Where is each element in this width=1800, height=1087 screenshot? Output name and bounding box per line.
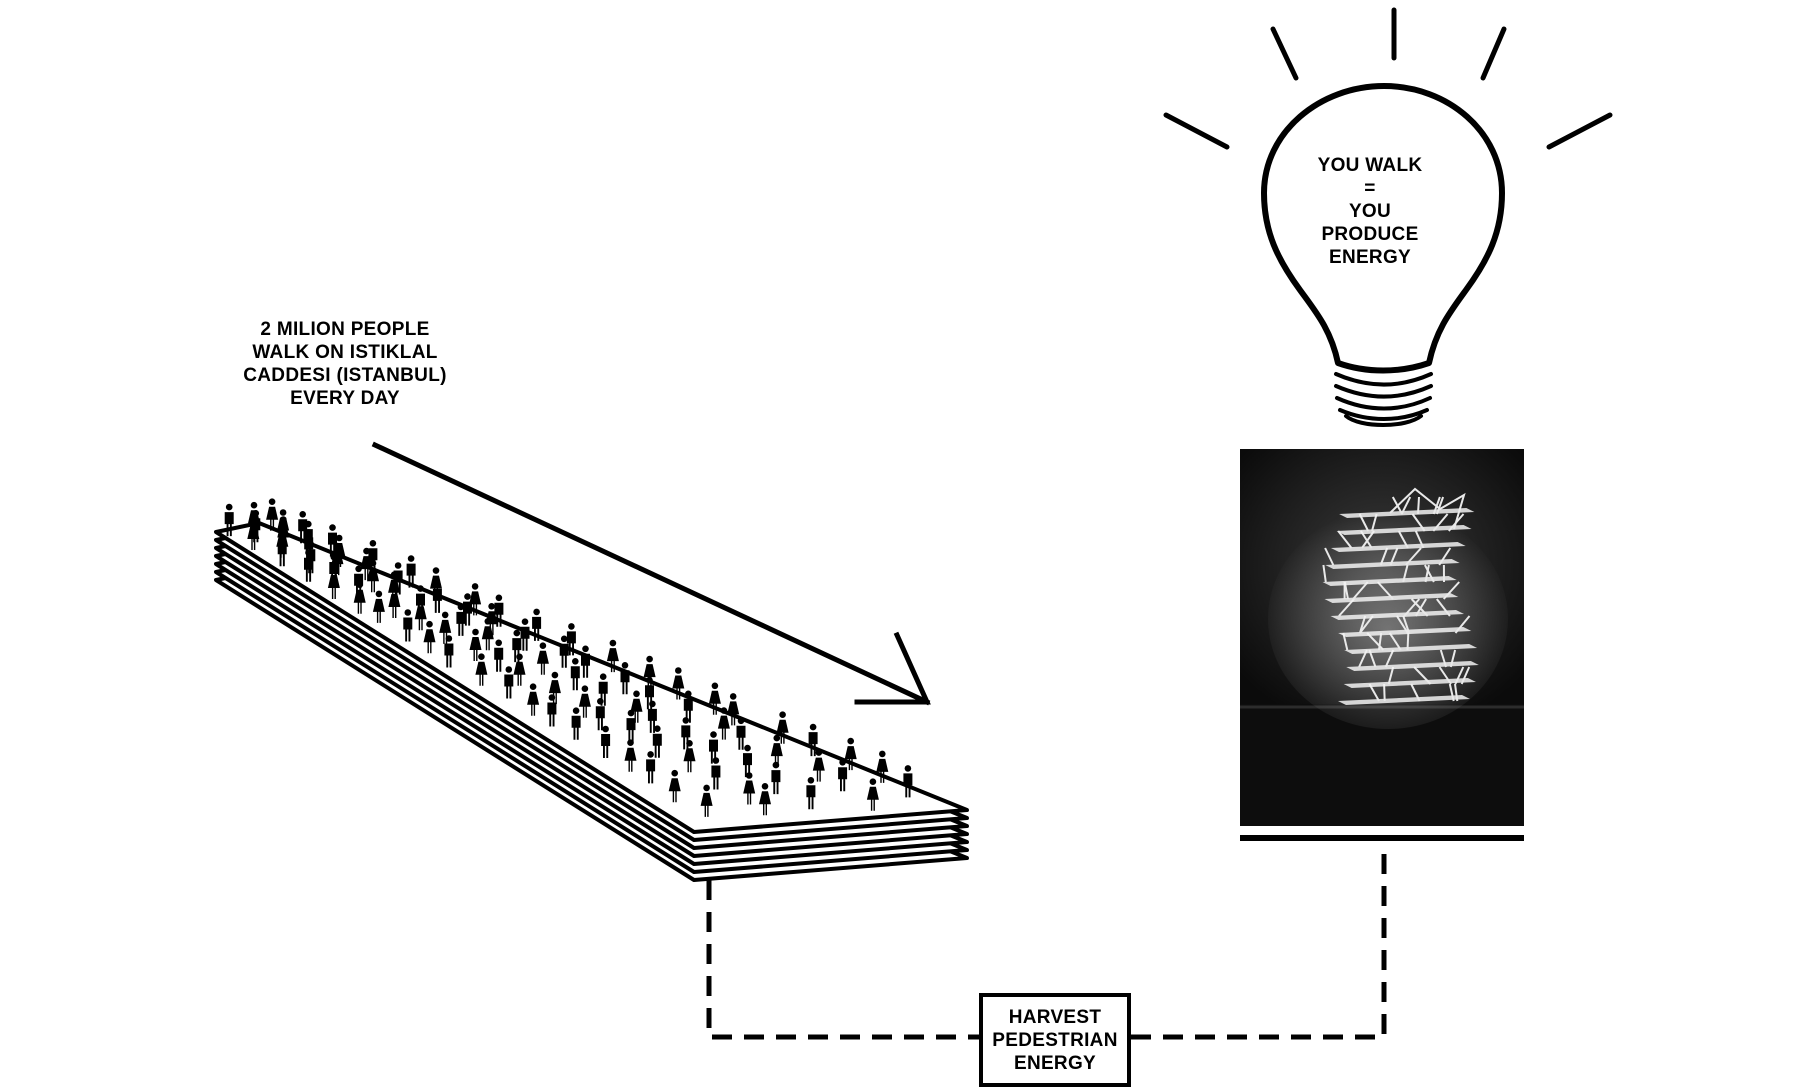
bulb-ray — [1273, 29, 1296, 78]
bulb-text: YOU WALK = YOU PRODUCE ENERGY — [1280, 154, 1460, 269]
bulb-ray — [1549, 115, 1610, 147]
caption-line: EVERY DAY — [200, 387, 490, 410]
tower-glow — [1268, 509, 1508, 729]
caption-line: 2 MILION PEOPLE — [200, 318, 490, 341]
bulb-text-line: = — [1280, 177, 1460, 200]
bulb-thread — [1340, 410, 1427, 419]
bulb-text-line: YOU — [1280, 200, 1460, 223]
bulb-ray — [1166, 115, 1227, 147]
harvest-text-line: HARVEST — [983, 1006, 1127, 1029]
bulb-thread — [1336, 386, 1431, 397]
caption-line: CADDESI (ISTANBUL) — [200, 364, 490, 387]
caption-line: WALK ON ISTIKLAL — [200, 341, 490, 364]
bulb-ray — [1483, 29, 1504, 78]
bulb-thread — [1336, 374, 1431, 385]
bulb-text-line: YOU WALK — [1280, 154, 1460, 177]
harvest-text-line: ENERGY — [983, 1052, 1127, 1075]
connector-left — [709, 880, 979, 1037]
people-caption: 2 MILION PEOPLE WALK ON ISTIKLAL CADDESI… — [200, 318, 490, 410]
building-photo — [1240, 449, 1524, 826]
street-platform — [216, 523, 967, 880]
tower-strut — [1384, 684, 1385, 701]
harvest-text: HARVEST PEDESTRIAN ENERGY — [983, 1006, 1127, 1075]
bulb-text-line: PRODUCE — [1280, 223, 1460, 246]
tower-strut — [1418, 497, 1419, 514]
harvest-box: HARVEST PEDESTRIAN ENERGY — [979, 993, 1131, 1087]
arrow-head — [857, 635, 927, 702]
bulb-text-line: ENERGY — [1280, 246, 1460, 269]
bulb-thread — [1337, 398, 1430, 409]
connector-right — [1131, 842, 1384, 1037]
tower-strut — [1408, 633, 1409, 650]
harvest-text-line: PEDESTRIAN — [983, 1029, 1127, 1052]
